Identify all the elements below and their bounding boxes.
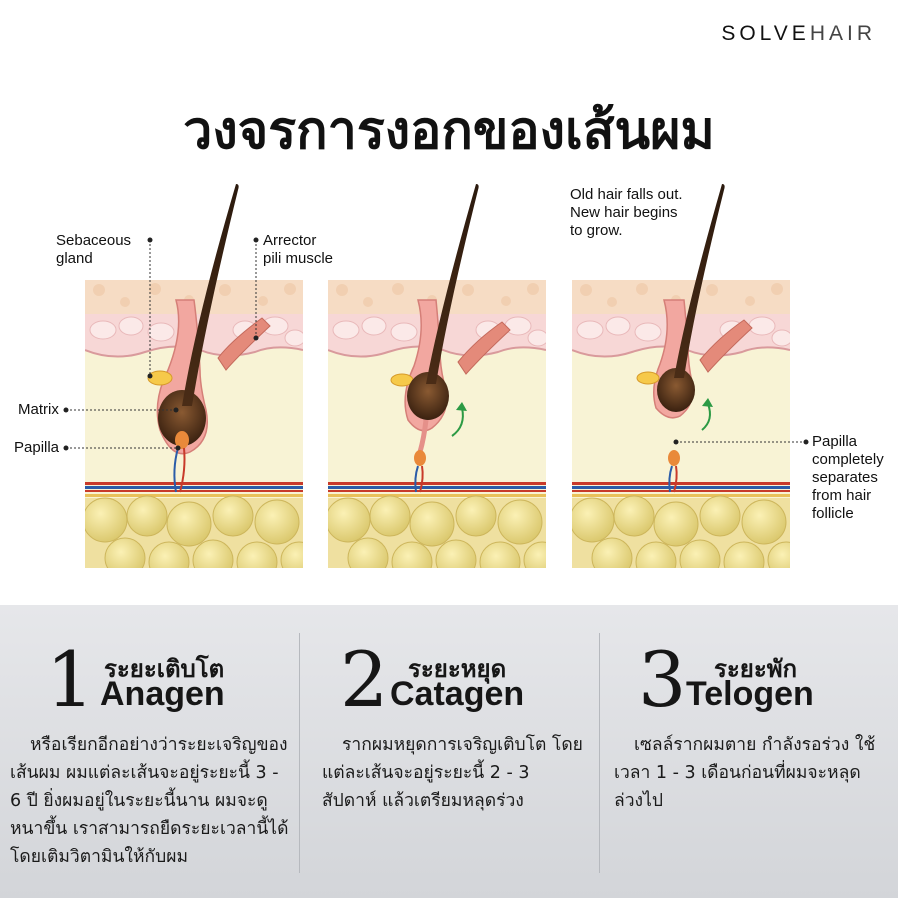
page-title: วงจรการงอกของเส้นผม — [183, 101, 715, 161]
stage-telogen: 3 ระยะพัก Telogen เซลล์รากผมตาย กำลังรอร… — [600, 605, 898, 898]
old-hair-label: Old hair falls out. New hair begins to g… — [570, 186, 683, 239]
stage-description: หรือเรียกอีกอย่างว่าระยะเจริญของเส้นผม ผ… — [10, 735, 289, 867]
telogen-panel — [572, 280, 790, 568]
hair-follicle-illustrations — [63, 184, 809, 568]
label-dots — [63, 237, 809, 451]
hair-shaft-3 — [674, 184, 725, 378]
anagen-panel — [85, 280, 303, 568]
matrix-label: Matrix — [18, 401, 59, 418]
papilla-label: Papilla — [14, 439, 60, 456]
hair-cycle-diagram: Sebaceous gland Arrector pili muscle Mat… — [0, 170, 898, 590]
stage-anagen: 1 ระยะเติบโต Anagen หรือเรียกอีกอย่างว่า… — [0, 605, 299, 898]
stage-thai-title: ระยะเติบโต — [104, 655, 225, 683]
divider — [599, 633, 600, 873]
sebaceous-gland-label: Sebaceous gland — [56, 232, 132, 267]
stage-catagen: 2 ระยะหยุด Catagen รากผมหยุดการเจริญเติบ… — [300, 605, 599, 898]
stage-english-title: Anagen — [100, 675, 225, 713]
divider — [299, 633, 300, 873]
catagen-panel — [328, 280, 546, 568]
stage-number: 1 — [46, 635, 95, 724]
papilla-separates-label: Papilla completely separates from hair f… — [812, 433, 884, 522]
hair-shaft-2 — [426, 184, 479, 384]
stage-english-title: Catagen — [390, 675, 525, 713]
stage-number: 3 — [638, 635, 687, 724]
stage-thai-title: ระยะหยุด — [408, 655, 507, 683]
stage-english-title: Telogen — [686, 675, 814, 713]
stage-number: 2 — [340, 635, 389, 724]
stage-thai-title: ระยะพัก — [714, 655, 798, 683]
stages-section: 1 ระยะเติบโต Anagen หรือเรียกอีกอย่างว่า… — [0, 605, 898, 898]
arrector-pili-label: Arrector pili muscle — [263, 232, 334, 267]
brand-logo: SOLVEHAIR — [721, 22, 876, 45]
hair-shaft-1 — [182, 184, 239, 406]
label-leader-lines — [66, 240, 806, 449]
stage-description: เซลล์รากผมตาย กำลังรอร่วง ใช้เวลา 1 - 3 … — [614, 735, 876, 811]
stage-description: รากผมหยุดการเจริญเติบโต โดยแต่ละเส้นจะอย… — [322, 735, 583, 811]
